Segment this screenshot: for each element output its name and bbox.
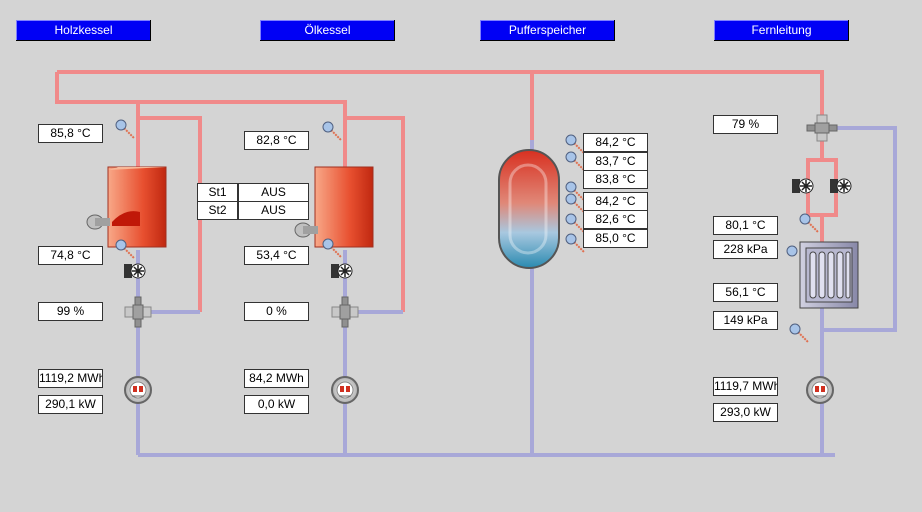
oelkessel-temp-return: 53,4 °C bbox=[244, 246, 309, 265]
puffer-temp-1: 84,2 °C bbox=[583, 133, 648, 152]
heat-exchanger-icon bbox=[799, 241, 859, 309]
temperature-sensor-icon bbox=[565, 134, 585, 154]
status-st2-label: St2 bbox=[197, 201, 238, 220]
puffer-temp-5: 82,6 °C bbox=[583, 210, 648, 229]
puffer-temp-2: 83,7 °C bbox=[583, 152, 648, 171]
oelkessel-valve-icon[interactable] bbox=[331, 296, 359, 328]
oelkessel-power: 0,0 kW bbox=[244, 395, 309, 414]
fernleitung-temp-return: 56,1 °C bbox=[713, 283, 778, 302]
holzkessel-temp-return: 74,8 °C bbox=[38, 246, 103, 265]
puffer-temp-3: 83,8 °C bbox=[583, 170, 648, 189]
holzkessel-valve-icon[interactable] bbox=[124, 296, 152, 328]
fernleitung-energy: 1119,7 MWh bbox=[713, 377, 778, 396]
oelkessel-boiler-icon bbox=[294, 166, 374, 248]
oelkessel-energy: 84,2 MWh bbox=[244, 369, 309, 388]
puffer-temp-6: 85,0 °C bbox=[583, 229, 648, 248]
oelkessel-heat-meter-icon bbox=[331, 376, 359, 404]
fernleitung-valve-icon[interactable] bbox=[806, 114, 838, 142]
holzkessel-power: 290,1 kW bbox=[38, 395, 103, 414]
header-pufferspeicher[interactable]: Pufferspeicher bbox=[480, 20, 615, 41]
oelkessel-st2-value: AUS bbox=[238, 201, 309, 220]
temperature-sensor-icon bbox=[565, 233, 585, 253]
fernleitung-temp-flow: 80,1 °C bbox=[713, 216, 778, 235]
fernleitung-pump-2-icon[interactable] bbox=[829, 178, 852, 194]
puffer-temp-4: 84,2 °C bbox=[583, 192, 648, 211]
fernleitung-power: 293,0 kW bbox=[713, 403, 778, 422]
oelkessel-temp-flow: 82,8 °C bbox=[244, 131, 309, 150]
fernleitung-pump-1-icon[interactable] bbox=[791, 178, 814, 194]
fernleitung-pressure-return: 149 kPa bbox=[713, 311, 778, 330]
pressure-sensor-icon bbox=[786, 245, 798, 257]
oelkessel-pump-icon[interactable] bbox=[330, 263, 353, 279]
holzkessel-valve-position: 99 % bbox=[38, 302, 103, 321]
fernleitung-heat-meter-icon bbox=[806, 376, 834, 404]
fernleitung-pressure-flow: 228 kPa bbox=[713, 240, 778, 259]
fernleitung-valve-position: 79 % bbox=[713, 115, 778, 134]
buffer-tank-icon bbox=[498, 149, 560, 269]
holzkessel-pump-icon[interactable] bbox=[123, 263, 146, 279]
status-st1-label: St1 bbox=[197, 183, 238, 202]
header-oelkessel[interactable]: Ölkessel bbox=[260, 20, 395, 41]
holzkessel-heat-meter-icon bbox=[124, 376, 152, 404]
temperature-sensor-icon bbox=[565, 213, 585, 233]
oelkessel-valve-position: 0 % bbox=[244, 302, 309, 321]
header-holzkessel[interactable]: Holzkessel bbox=[16, 20, 151, 41]
temperature-sensor-icon bbox=[565, 151, 585, 171]
holzkessel-boiler-icon bbox=[86, 166, 167, 248]
holzkessel-energy: 1119,2 MWh bbox=[38, 369, 103, 388]
header-fernleitung[interactable]: Fernleitung bbox=[714, 20, 849, 41]
temperature-sensor-icon bbox=[115, 119, 135, 139]
temperature-sensor-icon bbox=[789, 323, 809, 343]
holzkessel-temp-flow: 85,8 °C bbox=[38, 124, 103, 143]
oelkessel-st1-value: AUS bbox=[238, 183, 309, 202]
temperature-sensor-icon bbox=[322, 121, 342, 141]
